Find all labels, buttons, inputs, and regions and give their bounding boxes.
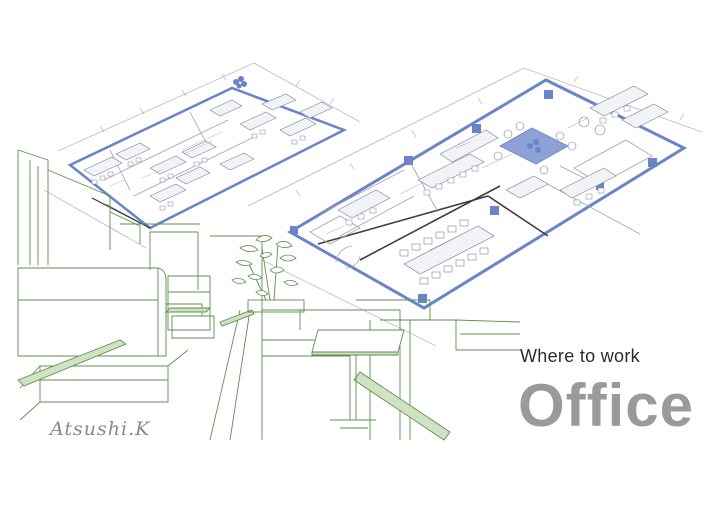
potted-plant	[231, 235, 305, 313]
dimension-lines-left	[43, 62, 361, 249]
booth-seat-left	[17, 267, 189, 421]
annotation-marks-right	[325, 117, 589, 251]
artist-signature: Atsushi.K	[50, 418, 151, 440]
subtitle: Where to work	[520, 346, 640, 366]
plant-cluster-right	[527, 139, 541, 153]
bench-right	[353, 371, 451, 441]
floor-plan-right	[247, 67, 703, 347]
lounge-seats	[493, 116, 606, 175]
small-table-top	[164, 307, 212, 313]
plant-cluster-left	[233, 76, 247, 89]
floor-outline-right	[287, 78, 688, 310]
meeting-table-right	[399, 219, 495, 285]
cafe-table-top	[311, 329, 405, 353]
back-wall	[17, 149, 200, 290]
chairs-right	[345, 105, 631, 226]
title: Office	[518, 372, 695, 439]
platform-right	[262, 299, 521, 440]
door-arc	[345, 255, 361, 269]
cafe-table-edge	[311, 351, 399, 356]
green-surfaces	[17, 307, 451, 441]
inner-walls-right	[317, 185, 549, 261]
floor-plan-left	[43, 62, 361, 249]
booth-seat-middle	[165, 275, 215, 339]
annotation-marks-left	[109, 131, 223, 187]
chairs-left	[91, 129, 306, 211]
desks-right	[337, 85, 669, 219]
ledge-middle	[219, 309, 255, 327]
cafe-table-base	[330, 355, 376, 429]
ledge-left	[17, 339, 127, 387]
